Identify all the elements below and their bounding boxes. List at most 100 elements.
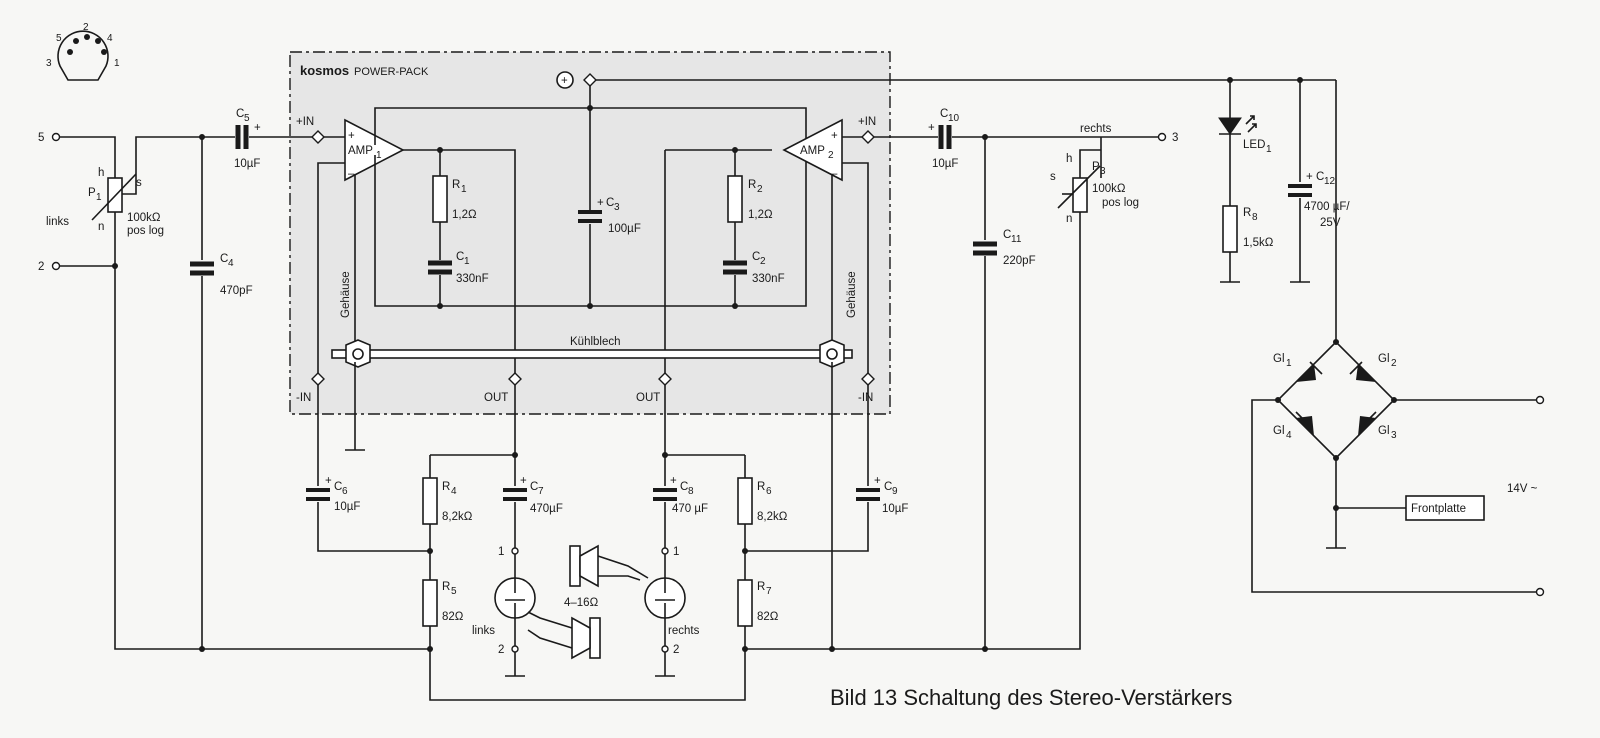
r8-ref: R bbox=[1243, 207, 1251, 219]
c12-sub: 12 bbox=[1324, 176, 1336, 187]
c4-value: 470pF bbox=[220, 285, 253, 297]
loudspeaker-upper-icon bbox=[569, 544, 649, 588]
p1-h: h bbox=[98, 167, 104, 179]
c12-pol: + bbox=[1306, 171, 1313, 183]
supply-plus-icon bbox=[556, 71, 574, 89]
r4-ref: R bbox=[442, 481, 450, 493]
c10-value: 10µF bbox=[932, 158, 958, 170]
amp2-plus-in-label: +IN bbox=[858, 116, 876, 128]
c12-value: 4700 µF/ bbox=[1304, 201, 1350, 213]
capacitor-c9 bbox=[856, 488, 880, 501]
amp2-minus-in-label: -IN bbox=[858, 392, 873, 404]
c6-pol: + bbox=[325, 475, 332, 487]
r8-sub: 8 bbox=[1252, 212, 1258, 223]
c8-pol: + bbox=[670, 475, 677, 487]
led1-ref: LED bbox=[1243, 139, 1265, 151]
c7-value: 470µF bbox=[530, 503, 563, 515]
amp2-sign-plus: + bbox=[831, 130, 838, 142]
c12-value2: 25V bbox=[1320, 217, 1341, 229]
c3-pol: + bbox=[597, 197, 604, 209]
amp2-minus-in-terminal bbox=[861, 372, 875, 386]
c2-value: 330nF bbox=[752, 273, 785, 285]
c3-sub: 3 bbox=[614, 202, 620, 213]
terminal-5 bbox=[51, 132, 61, 142]
speaker-impedance: 4–16Ω bbox=[564, 597, 599, 609]
p3-h: h bbox=[1066, 153, 1072, 165]
r4-sub: 4 bbox=[451, 486, 457, 497]
terminal-2 bbox=[51, 261, 61, 271]
r5-value: 82Ω bbox=[442, 611, 464, 623]
p1-s: s bbox=[136, 177, 142, 189]
c4-sub: 4 bbox=[228, 258, 234, 269]
amp1-out-label: OUT bbox=[484, 392, 508, 404]
resistor-r1 bbox=[432, 175, 448, 223]
capacitor-c2 bbox=[723, 260, 747, 275]
c6-sub: 6 bbox=[342, 486, 348, 497]
spk-right-label: rechts bbox=[668, 625, 700, 637]
terminal-3 bbox=[1157, 132, 1167, 142]
r2-value: 1,2Ω bbox=[748, 209, 773, 221]
r6-sub: 6 bbox=[766, 486, 772, 497]
amp2-out-label: OUT bbox=[636, 392, 660, 404]
r5-sub: 5 bbox=[451, 586, 457, 597]
c6-value: 10µF bbox=[334, 501, 360, 513]
speaker-jack-left-icon bbox=[494, 577, 536, 619]
resistor-r2 bbox=[727, 175, 743, 223]
c9-pol: + bbox=[874, 475, 881, 487]
c11-sub: 11 bbox=[1011, 234, 1022, 245]
resistor-r6 bbox=[737, 477, 753, 525]
r7-sub: 7 bbox=[766, 586, 772, 597]
led1-icon bbox=[1218, 115, 1257, 135]
frontplate-box bbox=[1405, 495, 1485, 521]
c3-value: 100µF bbox=[608, 223, 641, 235]
gl1-ref: Gl bbox=[1273, 353, 1285, 365]
c5-ref: C bbox=[236, 108, 244, 120]
c4-ref: C bbox=[220, 253, 228, 265]
p3-side: rechts bbox=[1080, 123, 1112, 135]
capacitor-c1 bbox=[428, 260, 452, 275]
gl3-ref: Gl bbox=[1378, 425, 1390, 437]
diode-gl4-icon bbox=[1295, 411, 1314, 436]
din-pin-label: 4 bbox=[107, 33, 113, 44]
amp1-out-terminal bbox=[508, 372, 522, 386]
amp1-sign-minus: – bbox=[348, 168, 355, 180]
gl4-sub: 4 bbox=[1286, 430, 1292, 441]
amp2-sign-minus: – bbox=[831, 168, 838, 180]
module-brand: kosmos bbox=[300, 63, 349, 78]
r1-sub: 1 bbox=[461, 184, 467, 195]
r7-value: 82Ω bbox=[757, 611, 779, 623]
c9-sub: 9 bbox=[892, 486, 898, 497]
mounting-nut-left-icon bbox=[345, 339, 371, 368]
din-connector-icon bbox=[57, 30, 109, 81]
case-right-label: Gehäuse bbox=[846, 271, 858, 318]
supply-voltage: 14V ~ bbox=[1507, 483, 1538, 495]
figure-title: Bild 13 Schaltung des Stereo-Verstärkers bbox=[830, 685, 1232, 710]
amplifier-amp2 bbox=[782, 118, 843, 182]
loudspeaker-lower-icon bbox=[527, 611, 601, 660]
c7-sub: 7 bbox=[538, 486, 544, 497]
spk-right-pin2: 2 bbox=[673, 644, 679, 656]
c2-sub: 2 bbox=[760, 256, 766, 267]
c3-ref: C bbox=[606, 197, 614, 209]
amplifier-amp1 bbox=[344, 118, 405, 182]
c10-pol: + bbox=[928, 122, 935, 134]
c10-ref: C bbox=[940, 108, 948, 120]
c1-ref: C bbox=[456, 251, 464, 263]
din-pin-label: 5 bbox=[56, 33, 62, 44]
amp2-sub: 2 bbox=[828, 150, 834, 161]
capacitor-c6 bbox=[306, 488, 330, 501]
ac-terminal-top bbox=[1535, 395, 1545, 405]
c1-sub: 1 bbox=[464, 256, 470, 267]
capacitor-c4 bbox=[190, 261, 214, 276]
r4-value: 8,2kΩ bbox=[442, 511, 473, 523]
resistor-r4 bbox=[422, 477, 438, 525]
diode-gl1-icon bbox=[1296, 361, 1323, 382]
c5-sub: 5 bbox=[244, 113, 250, 124]
amp1-minus-in-terminal bbox=[311, 372, 325, 386]
gl1-sub: 1 bbox=[1286, 358, 1292, 369]
p1-side: links bbox=[46, 216, 69, 228]
gl2-ref: Gl bbox=[1378, 353, 1390, 365]
spk-left-pin1: 1 bbox=[498, 546, 504, 558]
p3-value: 100kΩ bbox=[1092, 183, 1126, 195]
r2-sub: 2 bbox=[757, 184, 763, 195]
